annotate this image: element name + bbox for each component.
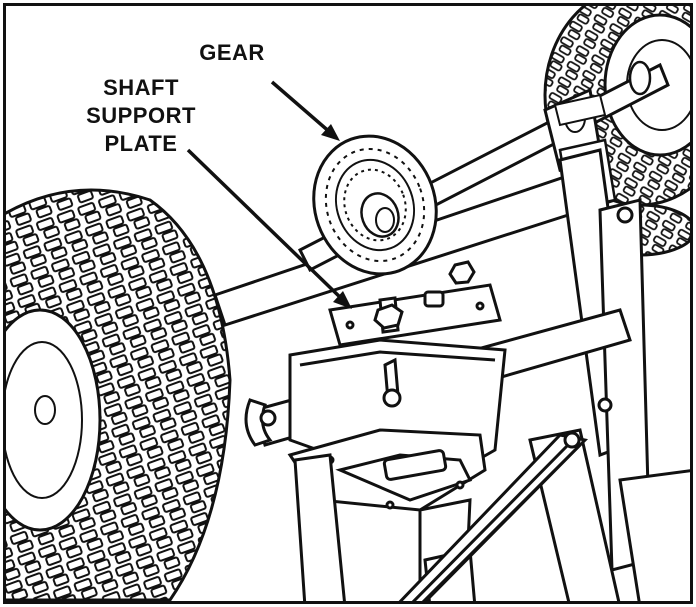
- diagonal-strut: [398, 431, 589, 601]
- gear: [312, 134, 438, 276]
- shaft-support-plate: [328, 260, 502, 347]
- center-bracket: [287, 338, 507, 512]
- border-frame: [3, 3, 693, 604]
- plate-label-line-1: SHAFT: [103, 75, 179, 100]
- gear-leader-arrow: [270, 80, 340, 141]
- plate-leader-arrow: [186, 148, 352, 309]
- gear-label: GEAR: [199, 40, 265, 65]
- plate-label-line-2: SUPPORT: [86, 103, 196, 128]
- plate-label-line-3: PLATE: [105, 131, 178, 156]
- left-tire: [6, 188, 232, 601]
